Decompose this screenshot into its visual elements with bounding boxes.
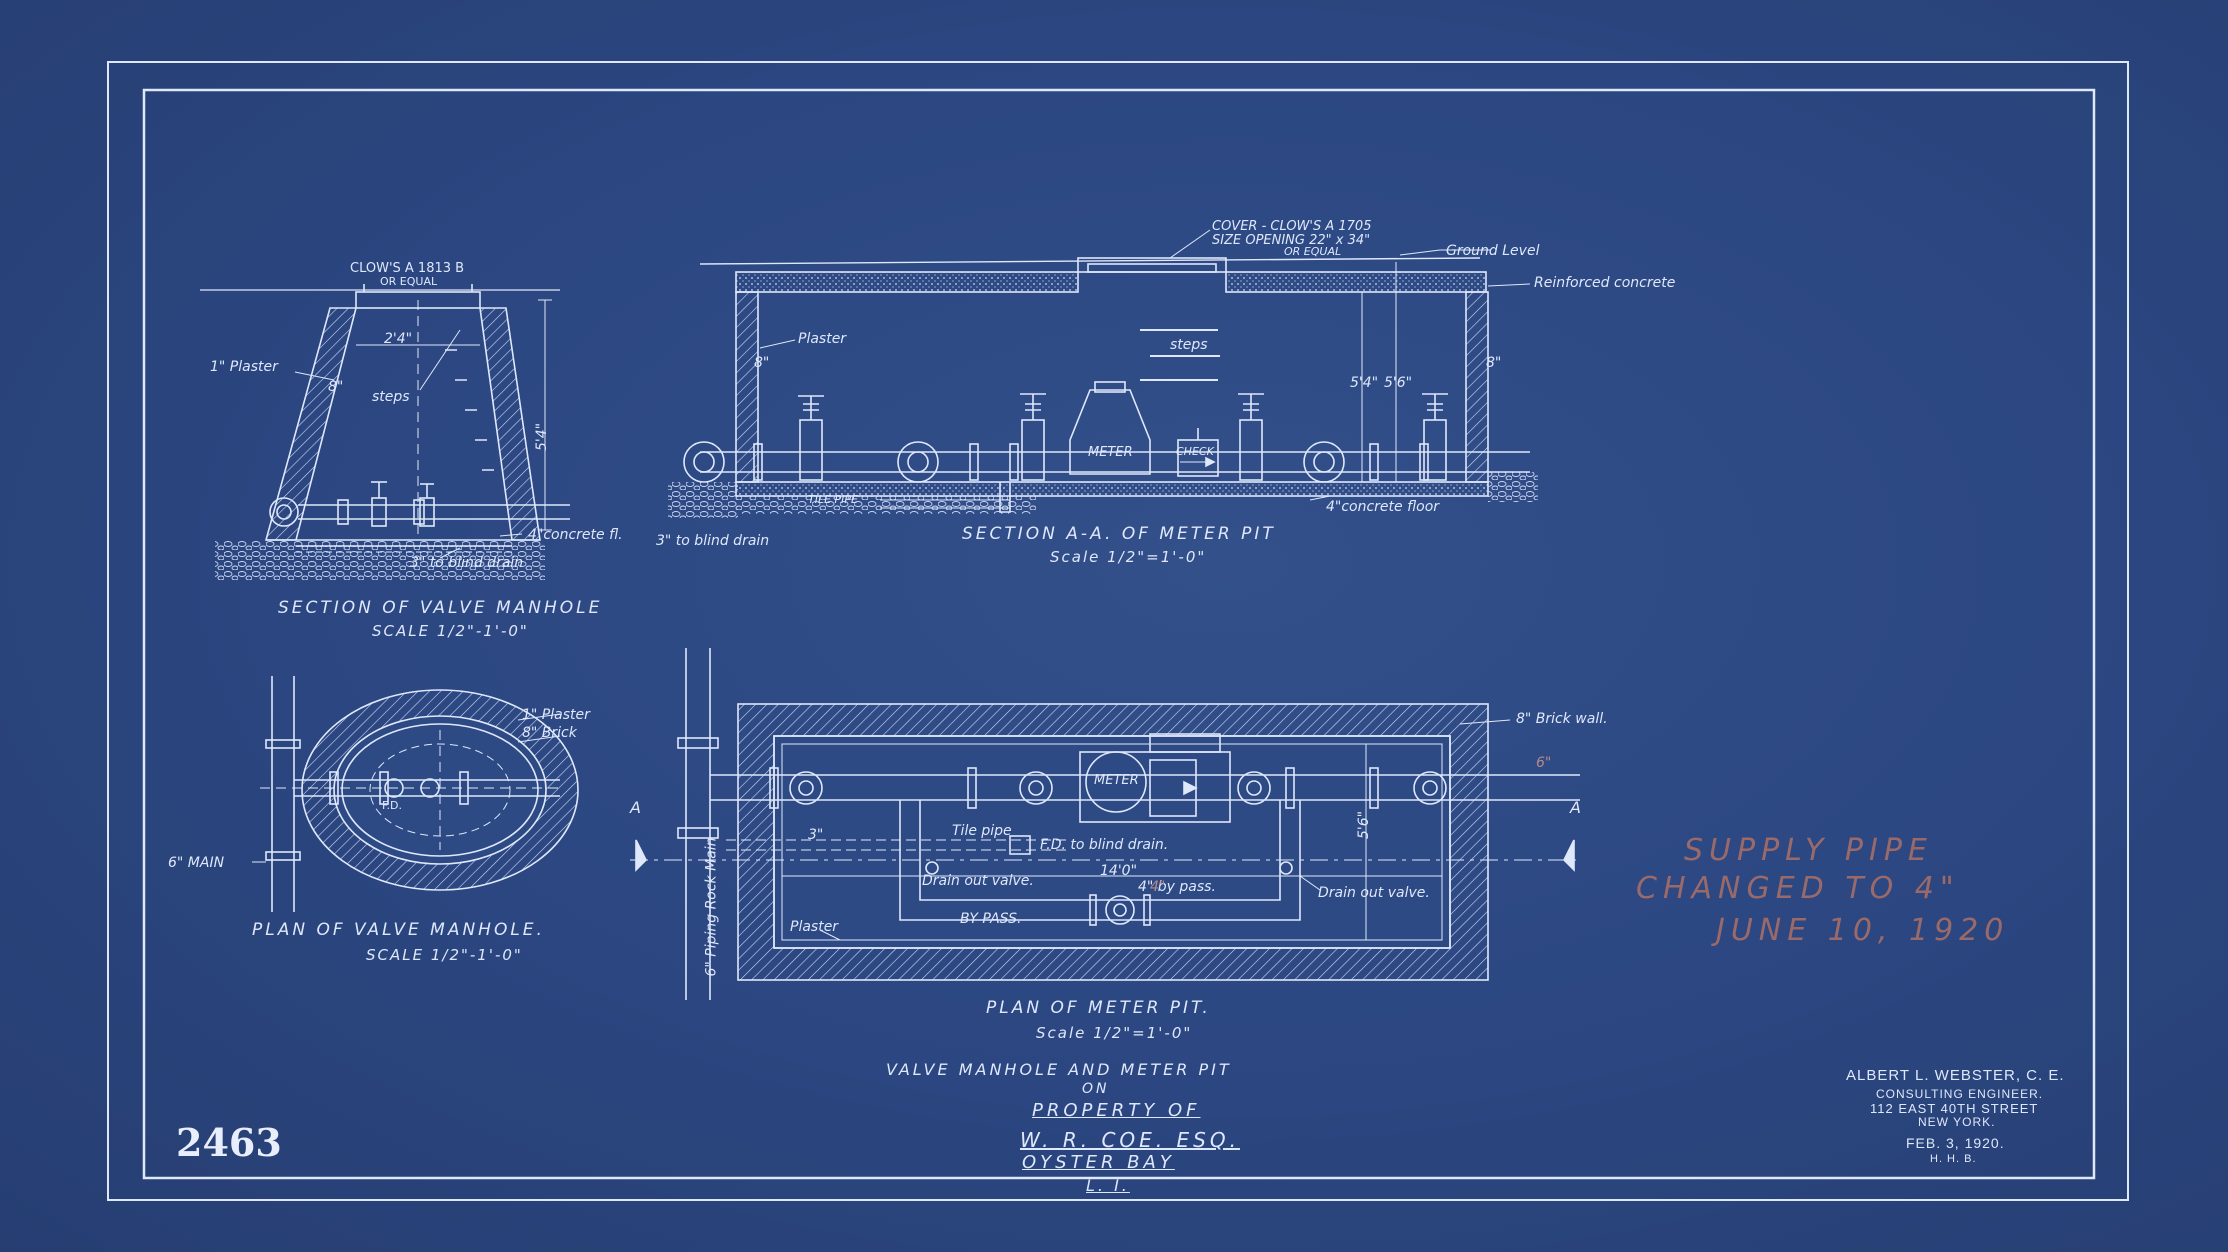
pm-drain-right-label: Drain out valve. [1318, 885, 1430, 901]
engineer-date: FEB. 3, 1920. [1906, 1135, 2005, 1151]
engineer-name: ALBERT L. WEBSTER, C. E. [1846, 1067, 2065, 1084]
engineer-initials: H. H. B. [1930, 1153, 1977, 1165]
vm-cover-equal-label: OR EQUAL [380, 275, 438, 288]
pm-section-marker-left: A [630, 798, 641, 817]
meter-pit-section [668, 229, 1538, 518]
mp-dim-54a: 5'4" [1350, 375, 1379, 391]
plan-meter-title: PLAN OF METER PIT. [986, 998, 1211, 1018]
pv-brick-label: 8" Brick [522, 725, 577, 741]
pm-rock-main-label: 6" Piping Rock Main [703, 837, 720, 977]
valve-manhole-section [200, 284, 570, 580]
section-meter-scale: Scale 1/2"=1'-0" [1050, 548, 1207, 566]
pm-brick-wall-label: 8" Brick wall. [1516, 711, 1608, 727]
mp-reinforced-label: Reinforced concrete [1534, 275, 1676, 291]
vm-dim-54: 5'4" [534, 422, 551, 452]
mp-ground-label: Ground Level [1446, 243, 1540, 259]
mp-plaster-label: Plaster [798, 331, 847, 347]
mp-blind-drain-label: 3" to blind drain [656, 533, 770, 549]
mp-meter-label: METER [1088, 445, 1133, 460]
pv-main-label: 6" MAIN [168, 855, 225, 871]
outer-border [107, 61, 2129, 1201]
inner-border [142, 88, 2096, 1180]
gate-valve-3 [1238, 393, 1264, 481]
revision-line3: JUNE 10, 1920 [1716, 913, 2010, 948]
engineer-role: CONSULTING ENGINEER. [1876, 1087, 2044, 1101]
plan-valve-scale: SCALE 1/2"-1'-0" [366, 946, 523, 964]
mp-cover-equal-label: OR EQUAL [1284, 245, 1342, 258]
section-valve-scale: SCALE 1/2"-1'-0" [372, 622, 529, 640]
mp-steps-label: steps [1170, 337, 1208, 353]
vm-concrete-label: 4"concrete fl. [528, 527, 623, 543]
engineer-address: 112 EAST 40TH STREET [1870, 1101, 2039, 1116]
main-title-line5: OYSTER BAY [1022, 1152, 1175, 1173]
mp-dim-8a: 8" [754, 355, 770, 371]
engineer-city: NEW YORK. [1918, 1115, 1996, 1129]
pv-fd-label: F.D. [382, 799, 403, 812]
pm-plaster-label: Plaster [790, 919, 839, 935]
main-title-line1: VALVE MANHOLE AND METER PIT [886, 1060, 1232, 1079]
pm-pipe-size-4: 4" [1150, 879, 1166, 895]
mp-cover-size-label: SIZE OPENING 22" x 34" [1212, 233, 1371, 248]
main-title-line6: L. I. [1086, 1176, 1130, 1195]
vm-dim-24: 2'4" [384, 331, 413, 347]
vm-cover-label: CLOW'S A 1813 B [350, 261, 465, 276]
mp-tile-pipe-label: TILE PIPE [808, 493, 858, 506]
vm-blind-drain-label: 3" to blind drain [410, 555, 524, 571]
pm-dim-56: 5'6" [1356, 810, 1373, 840]
vm-steps-label: steps [372, 389, 410, 405]
gate-valve-2 [1020, 393, 1046, 481]
main-title-line2: ON [1082, 1081, 1110, 1097]
pv-plaster-label: 1" Plaster [522, 707, 590, 723]
vm-plaster-label: 1" Plaster [210, 359, 278, 375]
pm-bypass2-label: BY PASS. [960, 911, 1022, 927]
revision-line2: CHANGED TO 4" [1636, 871, 1960, 906]
pm-dim-14: 14'0" [1100, 863, 1138, 879]
vm-dim-8: 8" [328, 379, 344, 395]
pm-tile-pipe-label: Tile pipe [952, 823, 1012, 839]
section-valve-title: SECTION OF VALVE MANHOLE [278, 598, 603, 618]
pm-pipe-size-6: 6" [1536, 755, 1552, 771]
pm-meter-label: METER [1094, 773, 1139, 788]
drawing-number: 2463 [176, 1120, 282, 1165]
gate-valve-4 [1422, 393, 1448, 481]
pm-dim-3: 3" [808, 827, 824, 843]
main-title-line4: W. R. COE. ESQ. [1020, 1128, 1240, 1152]
mp-cover-label: COVER - CLOW'S A 1705 [1212, 219, 1372, 234]
valve-manhole-plan [252, 676, 579, 912]
meter-pit-plan [630, 648, 1580, 1000]
mp-dim-8b: 8" [1486, 355, 1502, 371]
mp-check-label: CHECK [1176, 445, 1214, 458]
revision-line1: SUPPLY PIPE [1684, 833, 1933, 868]
mp-dim-54b: 5'6" [1384, 375, 1413, 391]
mp-concrete-floor-label: 4"concrete floor [1326, 499, 1440, 515]
plan-valve-title: PLAN OF VALVE MANHOLE. [252, 920, 545, 940]
pm-fd-label: F.D. to blind drain. [1040, 837, 1169, 853]
pm-drain-left-label: Drain out valve. [922, 873, 1034, 889]
main-title-line3: PROPERTY OF [1032, 1100, 1201, 1121]
pm-bypass-label: 4" by pass. [1138, 879, 1216, 895]
plan-meter-scale: Scale 1/2"=1'-0" [1036, 1024, 1193, 1042]
pm-section-marker-right: A [1570, 798, 1581, 817]
section-meter-title: SECTION A-A. OF METER PIT [962, 524, 1276, 544]
gate-valve-1 [798, 395, 824, 481]
